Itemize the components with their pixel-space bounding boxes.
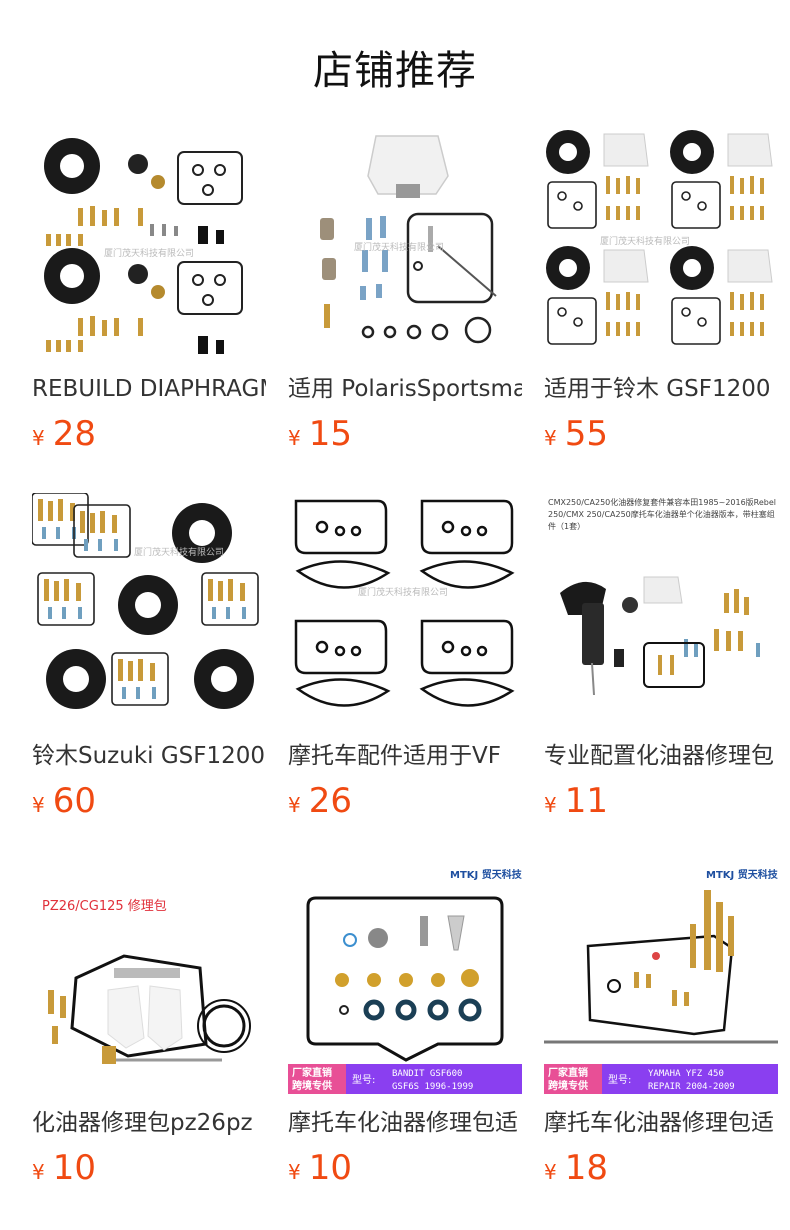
currency-symbol: ¥: [32, 426, 45, 450]
product-card-9[interactable]: MTKJ 贸天科技 厂家直销 跨境专供 型号: YAMAHA YFZ 450 R…: [544, 860, 778, 1227]
price-amount: 60: [52, 781, 96, 821]
product-watermark-2: 厦门茂天科技有限公司: [354, 241, 444, 253]
product-price-5: ¥ 26: [288, 781, 522, 821]
product-image-8[interactable]: MTKJ 贸天科技 厂家直销 跨境专供 型号: BANDIT GSF600 GS: [288, 860, 522, 1094]
product-name-6[interactable]: 专业配置化油器修理包: [544, 743, 774, 769]
product-card-3[interactable]: 厦门茂天科技有限公司 适用于铃木 GSF1200 ¥ 55: [544, 126, 778, 493]
currency-symbol: ¥: [32, 1160, 45, 1184]
banner-export-9: 跨境专供: [548, 1079, 588, 1092]
currency-symbol: ¥: [288, 1160, 301, 1184]
product-image-1[interactable]: 厦门茂天科技有限公司: [32, 126, 266, 360]
banner-spec-9b: REPAIR 2004-2009: [648, 1082, 735, 1092]
product-watermark-5: 厦门茂天科技有限公司: [358, 586, 448, 598]
product-price-8: ¥ 10: [288, 1148, 522, 1188]
price-amount: 18: [564, 1148, 608, 1188]
product-card-5[interactable]: 厦门茂天科技有限公司 摩托车配件适用于VF ¥ 26: [288, 493, 522, 860]
product-caption-6b: 250/CMX 250/CA250摩托车化油器单个化油器版本，带柱塞组: [548, 509, 775, 519]
product-price-9: ¥ 18: [544, 1148, 778, 1188]
price-amount: 10: [52, 1148, 96, 1188]
price-amount: 26: [308, 781, 352, 821]
brand-logo-8: MTKJ 贸天科技: [450, 868, 522, 881]
banner-spec-8b: GSF6S 1996-1999: [392, 1082, 473, 1092]
product-price-2: ¥ 15: [288, 414, 522, 454]
price-amount: 11: [564, 781, 608, 821]
product-name-3[interactable]: 适用于铃木 GSF1200: [544, 376, 771, 402]
product-image-2[interactable]: 厦门茂天科技有限公司: [288, 126, 522, 360]
product-image-7[interactable]: PZ26/CG125 修理包: [32, 860, 266, 1094]
product-name-7[interactable]: 化油器修理包pz26pz: [32, 1110, 253, 1136]
currency-symbol: ¥: [32, 793, 45, 817]
currency-symbol: ¥: [544, 793, 557, 817]
banner-export-8: 跨境专供: [292, 1079, 332, 1092]
price-amount: 28: [52, 414, 96, 454]
product-card-6[interactable]: CMX250/CA250化油器修复套件兼容本田1985~2016版Rebel 2…: [544, 493, 778, 860]
banner-spec-8a: BANDIT GSF600: [392, 1069, 462, 1079]
product-name-5[interactable]: 摩托车配件适用于VF: [288, 743, 501, 769]
product-card-4[interactable]: 厦门茂天科技有限公司 铃木Suzuki GSF1200 ¥ 60: [32, 493, 266, 860]
banner-model-label-9: 型号:: [608, 1073, 631, 1086]
section-title: 店铺推荐: [313, 48, 477, 94]
product-watermark-3: 厦门茂天科技有限公司: [600, 235, 690, 247]
product-grid: 厦门茂天科技有限公司 REBUILD DIAPHRAGM ¥ 28: [32, 126, 778, 1227]
product-price-3: ¥ 55: [544, 414, 778, 454]
product-image-3[interactable]: 厦门茂天科技有限公司: [544, 126, 778, 360]
product-card-1[interactable]: 厦门茂天科技有限公司 REBUILD DIAPHRAGM ¥ 28: [32, 126, 266, 493]
product-name-4[interactable]: 铃木Suzuki GSF1200: [32, 743, 266, 769]
product-price-4: ¥ 60: [32, 781, 266, 821]
product-price-1: ¥ 28: [32, 414, 266, 454]
banner-model-label-8: 型号:: [352, 1073, 375, 1086]
currency-symbol: ¥: [288, 793, 301, 817]
banner-direct-9: 厂家直销: [548, 1066, 588, 1079]
product-name-1[interactable]: REBUILD DIAPHRAGM: [32, 376, 266, 402]
product-watermark-4: 厦门茂天科技有限公司: [134, 546, 224, 558]
price-amount: 15: [308, 414, 352, 454]
currency-symbol: ¥: [544, 426, 557, 450]
banner-spec-9a: YAMAHA YFZ 450: [648, 1069, 724, 1079]
product-card-7[interactable]: PZ26/CG125 修理包 化油器修理包pz26pz ¥ 10: [32, 860, 266, 1227]
product-price-6: ¥ 11: [544, 781, 778, 821]
product-card-2[interactable]: 厦门茂天科技有限公司 适用 PolarisSportsman ¥ 15: [288, 126, 522, 493]
product-card-8[interactable]: MTKJ 贸天科技 厂家直销 跨境专供 型号: BANDIT GSF600 GS: [288, 860, 522, 1227]
price-amount: 55: [564, 414, 608, 454]
product-caption-6c: 件（1套）: [548, 521, 585, 531]
brand-logo-9: MTKJ 贸天科技: [706, 868, 778, 881]
currency-symbol: ¥: [288, 426, 301, 450]
product-caption-6a: CMX250/CA250化油器修复套件兼容本田1985~2016版Rebel: [548, 497, 776, 507]
product-image-4[interactable]: 厦门茂天科技有限公司: [32, 493, 266, 727]
product-watermark-1: 厦门茂天科技有限公司: [104, 247, 194, 259]
product-name-9[interactable]: 摩托车化油器修理包适: [544, 1110, 774, 1136]
product-price-7: ¥ 10: [32, 1148, 266, 1188]
product-name-8[interactable]: 摩托车化油器修理包适: [288, 1110, 518, 1136]
banner-direct-8: 厂家直销: [292, 1066, 332, 1079]
product-image-label-7: PZ26/CG125 修理包: [42, 899, 167, 914]
currency-symbol: ¥: [544, 1160, 557, 1184]
product-image-5[interactable]: 厦门茂天科技有限公司: [288, 493, 522, 727]
product-name-2[interactable]: 适用 PolarisSportsman: [288, 376, 522, 402]
product-image-6[interactable]: CMX250/CA250化油器修复套件兼容本田1985~2016版Rebel 2…: [544, 493, 778, 727]
price-amount: 10: [308, 1148, 352, 1188]
product-image-9[interactable]: MTKJ 贸天科技 厂家直销 跨境专供 型号: YAMAHA YFZ 450 R…: [544, 860, 778, 1094]
